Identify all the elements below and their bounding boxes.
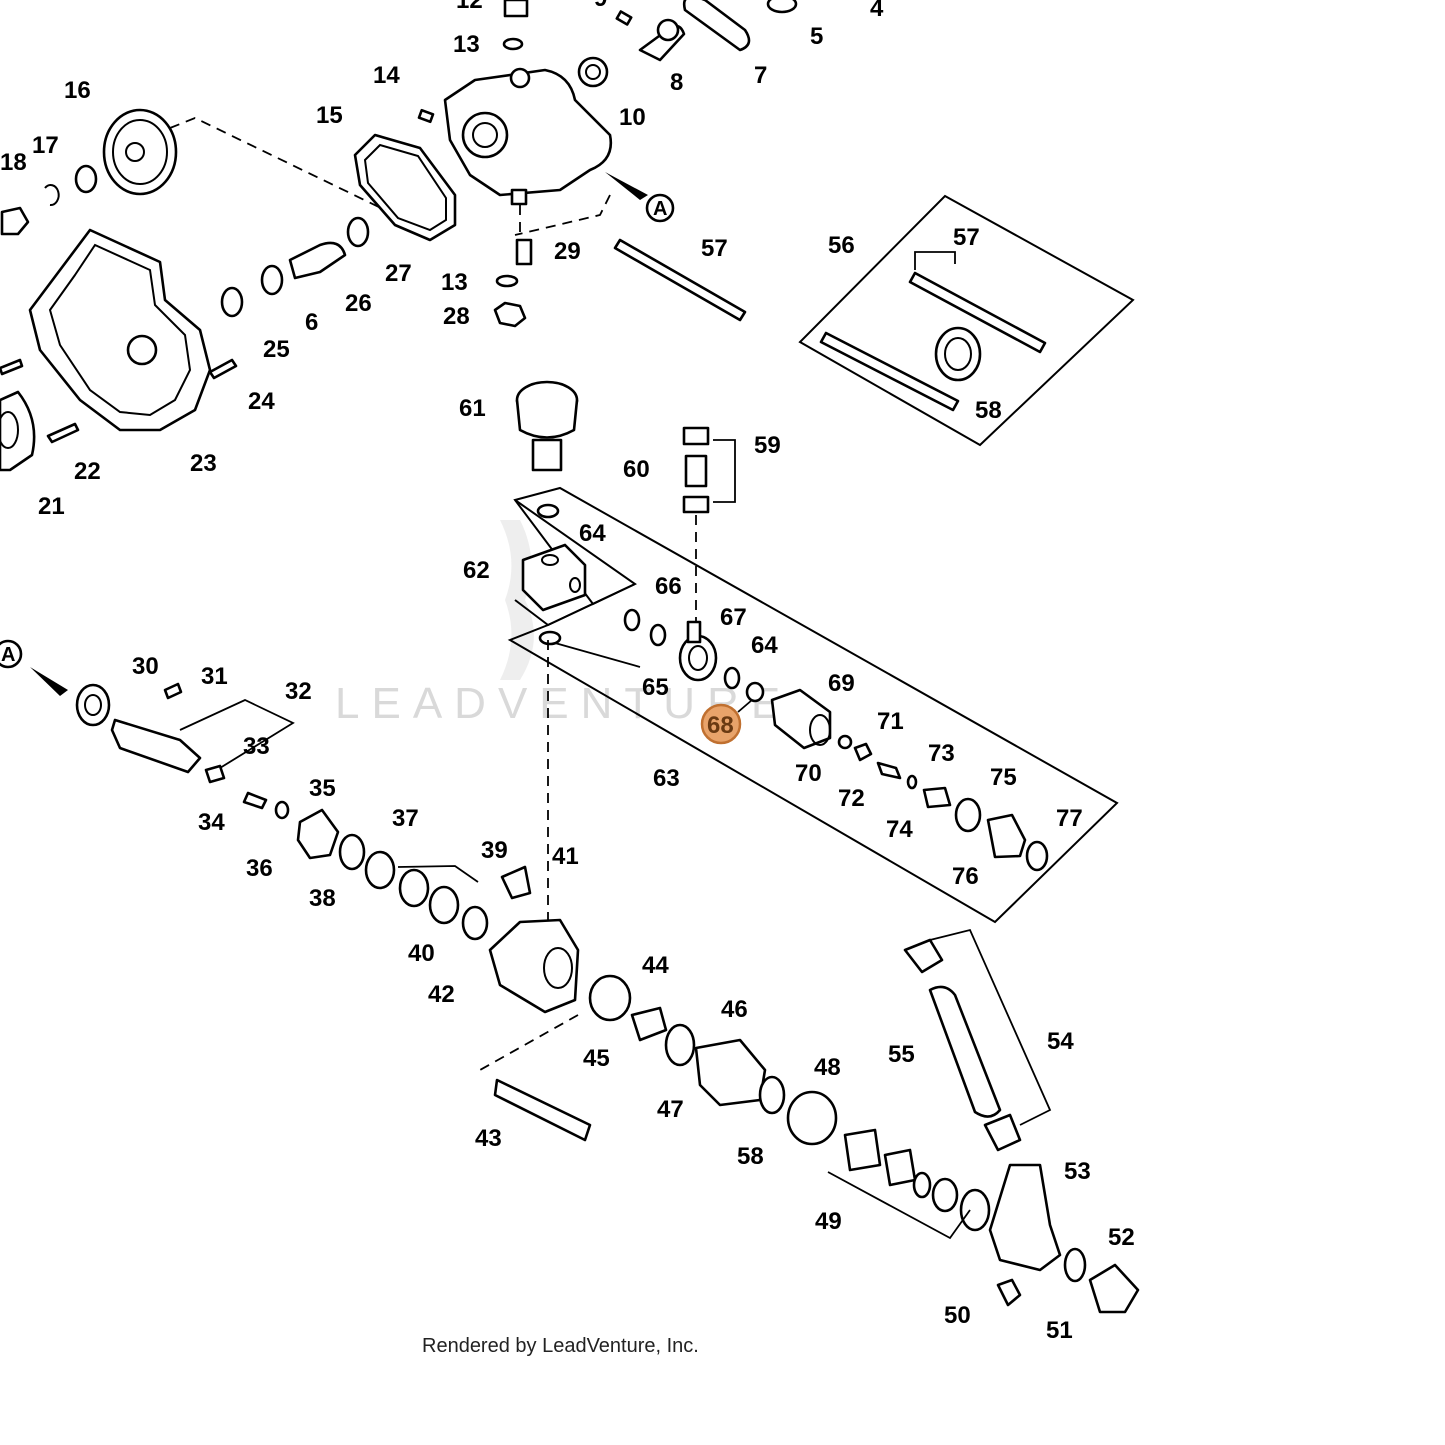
label-5: 5 xyxy=(810,23,823,50)
label-47: 47 xyxy=(657,1096,684,1123)
label-76: 76 xyxy=(952,863,979,890)
label-57-rod: 57 xyxy=(701,235,728,262)
label-77: 77 xyxy=(1056,805,1083,832)
label-13-top: 13 xyxy=(453,31,480,58)
label-14: 14 xyxy=(373,62,400,89)
lower-left-group: A xyxy=(0,639,592,1142)
label-26: 26 xyxy=(345,290,372,317)
label-25: 25 xyxy=(263,336,290,363)
kit-63-box xyxy=(507,486,1119,924)
label-65: 65 xyxy=(642,674,669,701)
label-71: 71 xyxy=(877,708,904,735)
label-10: 10 xyxy=(619,104,646,131)
label-55: 55 xyxy=(888,1041,915,1068)
label-66: 66 xyxy=(655,573,682,600)
label-54: 54 xyxy=(1047,1028,1074,1055)
label-67: 67 xyxy=(720,604,747,631)
label-22: 22 xyxy=(74,458,101,485)
label-12: 12 xyxy=(456,0,483,14)
label-33: 33 xyxy=(243,733,270,760)
label-49: 49 xyxy=(815,1208,842,1235)
label-64-top: 64 xyxy=(579,520,606,547)
label-44: 44 xyxy=(642,952,669,979)
label-61: 61 xyxy=(459,395,486,422)
highlight-part-68[interactable]: 68 xyxy=(700,699,753,745)
label-37: 37 xyxy=(392,805,419,832)
label-69: 69 xyxy=(828,670,855,697)
label-9: 9 xyxy=(594,0,607,12)
highlight-label: 68 xyxy=(707,712,734,739)
credit-text: Rendered by LeadVenture, Inc. xyxy=(422,1335,699,1357)
label-75: 75 xyxy=(990,764,1017,791)
label-7: 7 xyxy=(754,62,767,89)
label-64-mid: 64 xyxy=(751,632,778,659)
unloader-top-group xyxy=(515,380,736,625)
label-31: 31 xyxy=(201,663,228,690)
label-57-kit: 57 xyxy=(953,224,980,251)
label-73: 73 xyxy=(928,740,955,767)
label-38: 38 xyxy=(309,885,336,912)
label-24: 24 xyxy=(248,388,275,415)
label-62: 62 xyxy=(463,557,490,584)
label-72: 72 xyxy=(838,785,865,812)
label-23: 23 xyxy=(190,450,217,477)
label-35: 35 xyxy=(309,775,336,802)
label-27: 27 xyxy=(385,260,412,287)
lower-right-group xyxy=(588,928,1140,1314)
label-60: 60 xyxy=(623,456,650,483)
label-56: 56 xyxy=(828,232,855,259)
label-74: 74 xyxy=(886,816,913,843)
label-45: 45 xyxy=(583,1045,610,1072)
label-8: 8 xyxy=(670,69,683,96)
label-40: 40 xyxy=(408,940,435,967)
label-32: 32 xyxy=(285,678,312,705)
label-30: 30 xyxy=(132,653,159,680)
label-28: 28 xyxy=(443,303,470,330)
label-70: 70 xyxy=(795,760,822,787)
label-48: 48 xyxy=(814,1054,841,1081)
label-59: 59 xyxy=(754,432,781,459)
label-34: 34 xyxy=(198,809,225,836)
label-21: 21 xyxy=(38,493,65,520)
label-6: 6 xyxy=(305,309,318,336)
pump-head-group: A xyxy=(0,0,798,472)
label-18: 18 xyxy=(0,149,27,176)
label-42: 42 xyxy=(428,981,455,1008)
label-53: 53 xyxy=(1064,1158,1091,1185)
part-labels: 12 9 4 5 13 8 7 14 16 15 10 17 18 27 29 … xyxy=(0,0,1135,1344)
callout-a-left: A xyxy=(1,644,15,666)
label-63: 63 xyxy=(653,765,680,792)
label-13-lower: 13 xyxy=(441,269,468,296)
label-43: 43 xyxy=(475,1125,502,1152)
label-36: 36 xyxy=(246,855,273,882)
label-58-lower: 58 xyxy=(737,1143,764,1170)
label-41: 41 xyxy=(552,843,579,870)
label-46: 46 xyxy=(721,996,748,1023)
label-4: 4 xyxy=(870,0,884,22)
label-51: 51 xyxy=(1046,1317,1073,1344)
label-29: 29 xyxy=(554,238,581,265)
label-15: 15 xyxy=(316,102,343,129)
callout-a-top: A xyxy=(653,198,667,220)
label-58-kit: 58 xyxy=(975,397,1002,424)
label-16: 16 xyxy=(64,77,91,104)
label-50: 50 xyxy=(944,1302,971,1329)
watermark-logo xyxy=(500,520,534,680)
label-39: 39 xyxy=(481,837,508,864)
label-52: 52 xyxy=(1108,1224,1135,1251)
kit-56-box xyxy=(798,194,1135,447)
label-17: 17 xyxy=(32,132,59,159)
